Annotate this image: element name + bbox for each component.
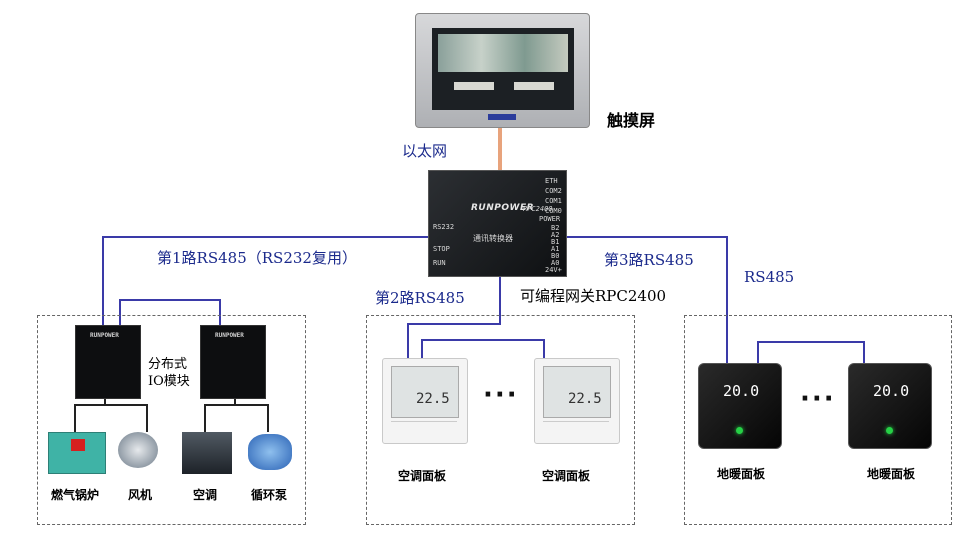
gateway-model: RPC2400 xyxy=(523,205,553,213)
floor-ellipsis: ··· xyxy=(800,384,836,414)
aircon-label: 空调 xyxy=(193,488,218,502)
floor-panel-1: 20.0 xyxy=(698,363,782,449)
port-rs232: RS232 xyxy=(433,223,455,231)
ac-temp: 22.5 xyxy=(568,391,602,407)
touchscreen-label: 触摸屏 xyxy=(607,111,656,130)
io-module-label: 分布式 IO模块 xyxy=(148,357,190,389)
route2-bus xyxy=(407,275,501,358)
port-com1: COM1 xyxy=(545,197,562,205)
gateway-label: 可编程网关RPC2400 xyxy=(520,287,667,305)
ac-keys xyxy=(391,421,457,432)
ac-link xyxy=(421,339,545,358)
route1-label: 第1路RS485（RS232复用） xyxy=(157,249,357,267)
port-com2: COM2 xyxy=(545,187,562,195)
screen-image xyxy=(438,34,568,72)
gateway-brand: RUNPOWER xyxy=(471,203,535,213)
floor-temp: 20.0 xyxy=(873,382,910,400)
ac-lcd: 22.5 xyxy=(543,366,611,418)
ac-panel-2: 22.5 xyxy=(534,358,620,444)
port-run: RUN xyxy=(433,259,446,267)
screen-button xyxy=(514,82,554,90)
port-stop: STOP xyxy=(433,245,450,253)
gateway-device: RUNPOWER RPC2400 通讯转换器 RS232 STOP RUN ET… xyxy=(428,170,567,277)
terminal-a2: A2 xyxy=(551,231,560,239)
port-power: POWER xyxy=(539,215,561,223)
floor-indicator xyxy=(886,427,893,434)
floor-temp: 20.0 xyxy=(723,382,760,400)
route1-bus xyxy=(102,236,428,325)
floor-panel-label-2: 地暖面板 xyxy=(867,467,916,481)
route3-bus xyxy=(565,236,728,363)
touchscreen-device xyxy=(415,13,590,128)
pump-label: 循环泵 xyxy=(251,488,288,502)
fan-image xyxy=(118,432,158,468)
io-group-box xyxy=(37,315,306,525)
ac-lcd: 22.5 xyxy=(391,366,459,418)
ac-ellipsis: ··· xyxy=(483,380,519,410)
ac-group-box xyxy=(366,315,635,525)
terminal-b1: B1 xyxy=(551,238,560,246)
terminal-24vp: 24V+ xyxy=(545,266,562,274)
io1-output2 xyxy=(105,404,148,432)
io-module-1: RUNPOWER xyxy=(75,325,141,399)
ac-keys xyxy=(543,421,609,432)
ac-panel-label-1: 空调面板 xyxy=(398,469,447,483)
floor-panel-2: 20.0 xyxy=(848,363,932,449)
route3-label: 第3路RS485 xyxy=(604,251,694,269)
screen-button xyxy=(454,82,494,90)
pump-image xyxy=(248,434,292,470)
ac-temp: 22.5 xyxy=(416,391,450,407)
io-link xyxy=(119,299,221,325)
boiler-image xyxy=(48,432,106,474)
ac-panel-1: 22.5 xyxy=(382,358,468,444)
io-brand: RUNPOWER xyxy=(90,332,119,339)
io1-output xyxy=(74,397,106,432)
floor-link xyxy=(757,341,865,363)
io-brand: RUNPOWER xyxy=(215,332,244,339)
gateway-name: 通讯转换器 xyxy=(473,234,513,243)
rs485-label: RS485 xyxy=(744,268,795,286)
port-eth: ETH xyxy=(545,177,558,185)
floor-group-box xyxy=(684,315,952,525)
port-com0: COM0 xyxy=(545,207,562,215)
io2-output2 xyxy=(235,404,269,432)
floor-indicator xyxy=(736,427,743,434)
boiler-red-panel xyxy=(71,439,85,451)
aircon-image xyxy=(182,432,232,474)
ethernet-label: 以太网 xyxy=(402,142,448,160)
fan-label: 风机 xyxy=(128,488,153,502)
route2-label: 第2路RS485 xyxy=(375,289,465,307)
touch-brand-plate xyxy=(488,114,516,120)
terminal-a1: A1 xyxy=(551,245,560,253)
terminal-a0: A0 xyxy=(551,259,560,267)
io2-output xyxy=(204,397,236,432)
terminal-b0: B0 xyxy=(551,252,560,260)
boiler-label: 燃气锅炉 xyxy=(51,488,100,502)
touchscreen-display xyxy=(432,28,574,110)
io-module-2: RUNPOWER xyxy=(200,325,266,399)
terminal-b2: B2 xyxy=(551,224,560,232)
floor-panel-label-1: 地暖面板 xyxy=(717,467,766,481)
ac-panel-label-2: 空调面板 xyxy=(542,469,591,483)
